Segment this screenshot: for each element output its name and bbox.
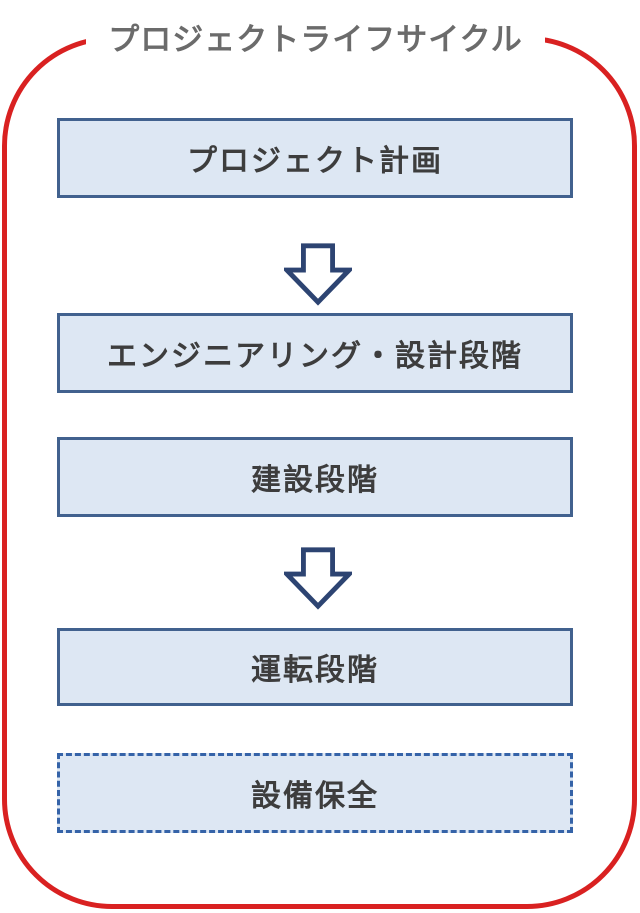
flow-box-project-planning: プロジェクト計画 — [57, 118, 573, 198]
flow-box-engineering-design: エンジニアリング・設計段階 — [57, 313, 573, 393]
flow-box-label: 運転段階 — [251, 654, 379, 687]
down-arrow-icon — [284, 547, 352, 610]
diagram-title: プロジェクトライフサイクル — [86, 8, 545, 64]
flow-box-label: エンジニアリング・設計段階 — [107, 340, 523, 373]
down-arrow-icon — [284, 243, 352, 306]
flow-box-construction: 建設段階 — [57, 437, 573, 517]
flow-box-label: 建設段階 — [251, 464, 379, 497]
flow-box-label: 設備保全 — [251, 780, 379, 813]
flow-box-operation: 運転段階 — [57, 628, 573, 706]
flow-box-maintenance: 設備保全 — [57, 753, 573, 833]
flow-box-label: プロジェクト計画 — [187, 145, 443, 178]
